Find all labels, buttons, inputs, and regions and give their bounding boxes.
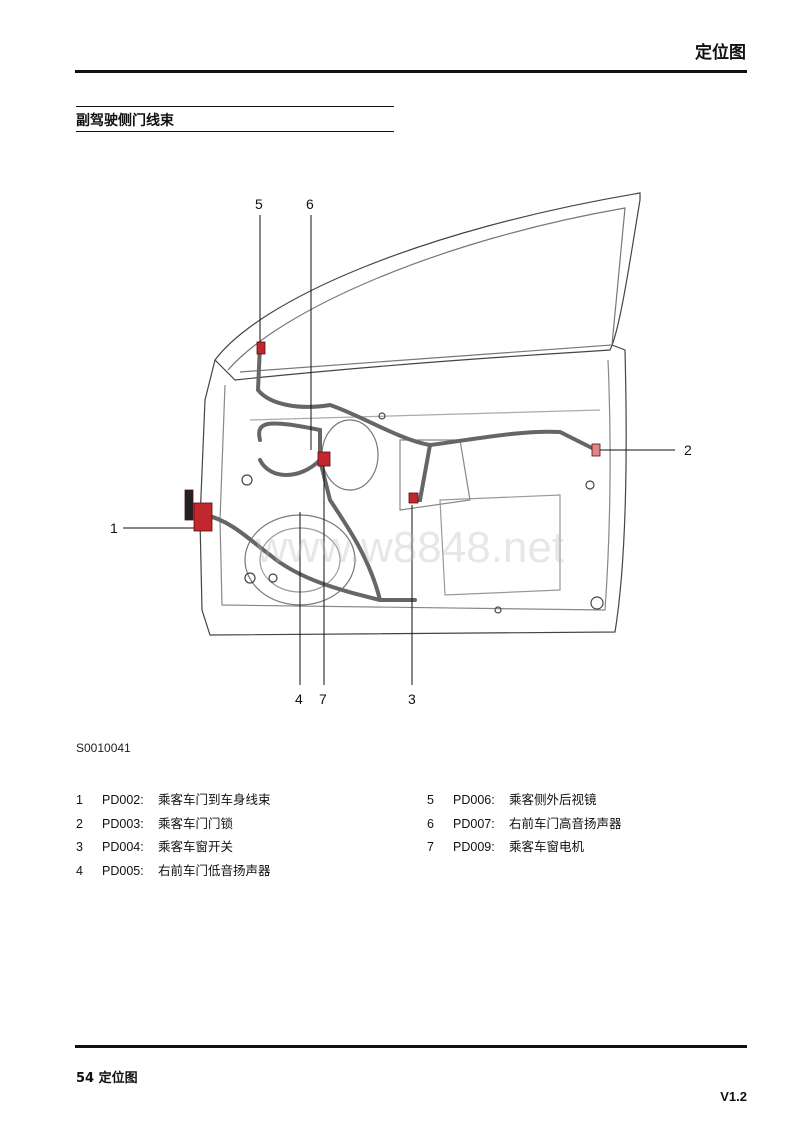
door-harness-diagram: www.w8848.net 1 2 3 4 5 6 7: [110, 192, 692, 707]
section-bottom-rule: [76, 131, 394, 132]
footer-version: V1.2: [720, 1089, 747, 1104]
callout-3: 3: [408, 691, 416, 707]
callout-4: 4: [295, 691, 303, 707]
callout-1: 1: [110, 520, 118, 536]
callout-7: 7: [319, 691, 327, 707]
watermark-text: www.w8848.net: [255, 523, 564, 572]
page-header-title: 定位图: [695, 43, 746, 63]
callout-5: 5: [255, 196, 263, 212]
section-top-rule: [76, 106, 394, 107]
footer-rule: [75, 1045, 747, 1048]
callout-6: 6: [306, 196, 314, 212]
figure-id: S0010041: [76, 741, 131, 755]
callout-2: 2: [684, 442, 692, 458]
header-rule: [75, 70, 747, 73]
footer-page-label: 54 定位图: [76, 1071, 138, 1086]
section-title: 副驾驶侧门线束: [76, 113, 174, 129]
